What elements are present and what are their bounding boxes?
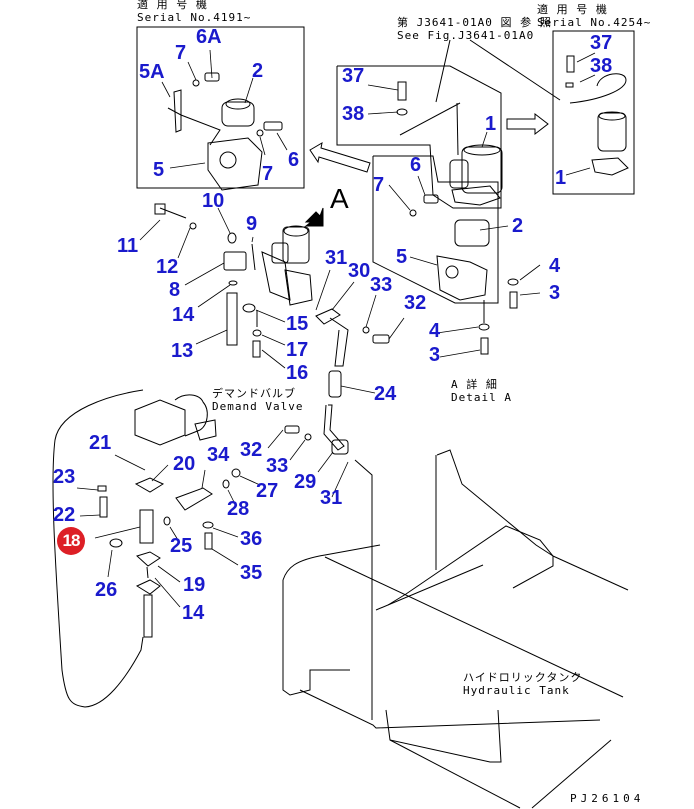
- note-see-fig-en: See Fig.J3641-01A0: [397, 29, 535, 42]
- callout-37[interactable]: 37: [342, 65, 365, 87]
- note-see-fig-jp: 第 J3641-01A0 図 参 照: [397, 16, 552, 29]
- note-serial-left-en: Serial No.4191~: [137, 11, 252, 24]
- callout-20[interactable]: 20: [173, 453, 196, 475]
- view-arrow-icon: [304, 207, 324, 227]
- view-marker-a: A: [330, 183, 349, 214]
- leader-lines: [76, 49, 596, 608]
- callout-8[interactable]: 8: [169, 279, 181, 301]
- note-hydraulic-tank-en: Hydraulic Tank: [463, 684, 570, 697]
- see-fig-box: [336, 65, 502, 209]
- left-cluster-parts: [154, 203, 262, 358]
- callout-4[interactable]: 4: [429, 320, 441, 342]
- callout-5[interactable]: 5: [153, 159, 165, 181]
- callout-34[interactable]: 34: [207, 444, 230, 466]
- callout-7[interactable]: 7: [373, 174, 385, 196]
- callout-21[interactable]: 21: [89, 432, 112, 454]
- callout-29[interactable]: 29: [294, 471, 317, 493]
- callout-17[interactable]: 17: [286, 339, 309, 361]
- callout-36[interactable]: 36: [240, 528, 263, 550]
- note-see-fig: 第 J3641-01A0 図 参 照 See Fig.J3641-01A0: [397, 16, 552, 42]
- leader-see-fig: [435, 39, 451, 103]
- callout-28[interactable]: 28: [227, 498, 250, 520]
- callout-6A[interactable]: 6A: [196, 26, 222, 48]
- callout-6[interactable]: 6: [288, 149, 300, 171]
- note-detail-a-jp: A 詳 細: [451, 378, 498, 391]
- callout-7[interactable]: 7: [262, 163, 274, 185]
- callout-19[interactable]: 19: [183, 574, 206, 596]
- callout-38[interactable]: 38: [590, 55, 613, 77]
- note-detail-a-en: Detail A: [451, 391, 512, 404]
- callout-16[interactable]: 16: [286, 362, 309, 384]
- note-serial-right-en: Serial No.4254~: [537, 16, 652, 29]
- callout-24[interactable]: 24: [374, 383, 397, 405]
- note-demand-valve-en: Demand Valve: [212, 400, 304, 413]
- callout-31[interactable]: 31: [325, 247, 348, 269]
- solenoid-valve-see-fig: [396, 81, 503, 206]
- drawing-number: PJ26104: [570, 792, 645, 805]
- callout-3[interactable]: 3: [549, 282, 561, 304]
- callout-31[interactable]: 31: [320, 487, 343, 509]
- callout-22[interactable]: 22: [53, 504, 76, 526]
- detail-a-parts: [409, 194, 519, 355]
- callout-9[interactable]: 9: [246, 213, 258, 235]
- lower-left-stack-parts: [97, 477, 230, 638]
- inset-box-serial-4254: [552, 30, 635, 195]
- callout-18-highlighted[interactable]: 18: [57, 527, 85, 555]
- callout-10[interactable]: 10: [202, 190, 225, 212]
- callout-32[interactable]: 32: [404, 292, 427, 314]
- leader-serial-right: [469, 39, 561, 101]
- note-hydraulic-tank: ハイドロリックタンク Hydraulic Tank: [463, 671, 582, 697]
- callout-12[interactable]: 12: [156, 256, 179, 278]
- callout-26[interactable]: 26: [95, 579, 118, 601]
- demand-valve-solenoid-assembly: [261, 225, 313, 306]
- solenoid-valve-inset-right: [565, 55, 629, 176]
- callout-25[interactable]: 25: [170, 535, 193, 557]
- callout-5[interactable]: 5: [396, 246, 408, 268]
- callout-33[interactable]: 33: [370, 274, 393, 296]
- callout-11[interactable]: 11: [117, 235, 139, 257]
- hollow-arrow-right: [506, 112, 549, 136]
- callout-1[interactable]: 1: [485, 113, 497, 135]
- tube-assembly: [231, 308, 390, 478]
- callout-38[interactable]: 38: [342, 103, 365, 125]
- hydraulic-tank: [282, 449, 629, 809]
- note-serial-right: 適 用 号 機 Serial No.4254~: [537, 3, 651, 29]
- note-serial-left: 適 用 号 機 Serial No.4191~: [137, 0, 251, 24]
- callout-23[interactable]: 23: [53, 466, 76, 488]
- callout-1[interactable]: 1: [555, 167, 567, 189]
- callout-7[interactable]: 7: [175, 42, 187, 64]
- note-serial-right-jp: 適 用 号 機: [537, 3, 608, 16]
- callout-30[interactable]: 30: [348, 260, 371, 282]
- note-demand-valve: デマンドバルブ Demand Valve: [212, 387, 303, 413]
- callout-33[interactable]: 33: [266, 455, 289, 477]
- callout-3[interactable]: 3: [429, 344, 441, 366]
- callout-2[interactable]: 2: [252, 60, 264, 82]
- callout-15[interactable]: 15: [286, 313, 309, 335]
- callout-5A[interactable]: 5A: [139, 61, 165, 83]
- callout-2[interactable]: 2: [512, 215, 524, 237]
- note-detail-a: A 詳 細 Detail A: [451, 378, 512, 404]
- callout-6[interactable]: 6: [410, 154, 422, 176]
- hollow-arrow-left: [309, 142, 371, 173]
- callout-13[interactable]: 13: [171, 340, 194, 362]
- callout-37[interactable]: 37: [590, 32, 613, 54]
- tank-hose: [354, 459, 373, 720]
- callout-4[interactable]: 4: [549, 255, 561, 277]
- demand-valve: [134, 394, 217, 446]
- hose-loop: [52, 389, 144, 708]
- note-serial-left-jp: 適 用 号 機: [137, 0, 208, 11]
- callout-32[interactable]: 32: [240, 439, 263, 461]
- detail-a-box: [372, 155, 499, 304]
- callout-27[interactable]: 27: [256, 480, 279, 502]
- callout-14[interactable]: 14: [182, 602, 205, 624]
- note-demand-valve-jp: デマンドバルブ: [212, 387, 296, 400]
- note-hydraulic-tank-jp: ハイドロリックタンク: [463, 671, 583, 684]
- callout-35[interactable]: 35: [240, 562, 263, 584]
- callout-14[interactable]: 14: [172, 304, 195, 326]
